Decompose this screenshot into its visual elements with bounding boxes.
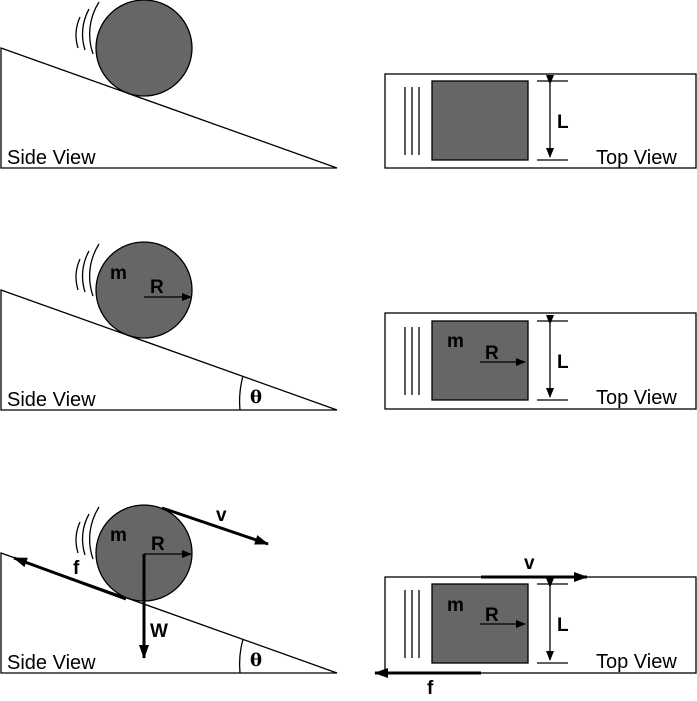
top-view-caption: Top View <box>596 387 677 409</box>
incline-ramp <box>0 47 338 169</box>
friction-label: f <box>427 678 434 699</box>
friction-label: f <box>73 558 80 579</box>
side-view-caption: Side View <box>7 652 96 674</box>
side-view-caption: Side View <box>7 389 96 411</box>
mass-label: m <box>447 331 464 352</box>
top-view-caption: Top View <box>596 147 677 169</box>
motion-lines-icon <box>404 87 420 155</box>
angle-arc <box>238 375 244 411</box>
incline-ramp <box>0 289 338 411</box>
row-1-side-view: Side View <box>0 0 338 169</box>
radius-label: R <box>150 277 164 298</box>
row-3-top-view: m R L v f Top View <box>374 553 697 699</box>
radius-label: R <box>151 534 165 555</box>
weight-label: W <box>150 621 168 642</box>
motion-lines-icon <box>404 327 420 395</box>
motion-lines-icon <box>404 590 420 658</box>
length-label: L <box>557 112 569 133</box>
ball-top-square <box>431 80 529 161</box>
radius-label: R <box>485 343 499 364</box>
top-view-caption: Top View <box>596 651 677 673</box>
row-2-top-view: m R L Top View <box>384 312 697 410</box>
ball-top-square <box>431 320 529 401</box>
angle-label: θ <box>250 387 262 408</box>
rolling-ball <box>95 0 193 97</box>
angle-arc <box>238 638 244 674</box>
mass-label: m <box>110 263 127 284</box>
row-1-top-view: L Top View <box>384 73 697 169</box>
length-label: L <box>557 615 569 636</box>
row-2-side-view: m R θ Side View <box>0 241 338 411</box>
motion-lines-icon <box>75 1 100 55</box>
rolling-ball <box>95 241 193 339</box>
velocity-arrow <box>161 506 269 546</box>
row-3-side-view: m R W f v θ Side View <box>0 504 338 674</box>
motion-lines-icon <box>75 506 100 560</box>
mass-label: m <box>447 595 464 616</box>
track-frame <box>384 312 697 410</box>
side-view-caption: Side View <box>7 147 96 169</box>
radius-label: R <box>485 605 499 626</box>
mass-label: m <box>110 525 127 546</box>
velocity-label: v <box>216 505 227 526</box>
incline-ramp <box>0 552 338 674</box>
motion-lines-icon <box>75 243 100 297</box>
length-label: L <box>557 352 569 373</box>
velocity-label: v <box>524 553 535 574</box>
friction-arrow <box>13 556 127 601</box>
angle-label: θ <box>250 650 262 671</box>
track-frame <box>384 73 697 169</box>
